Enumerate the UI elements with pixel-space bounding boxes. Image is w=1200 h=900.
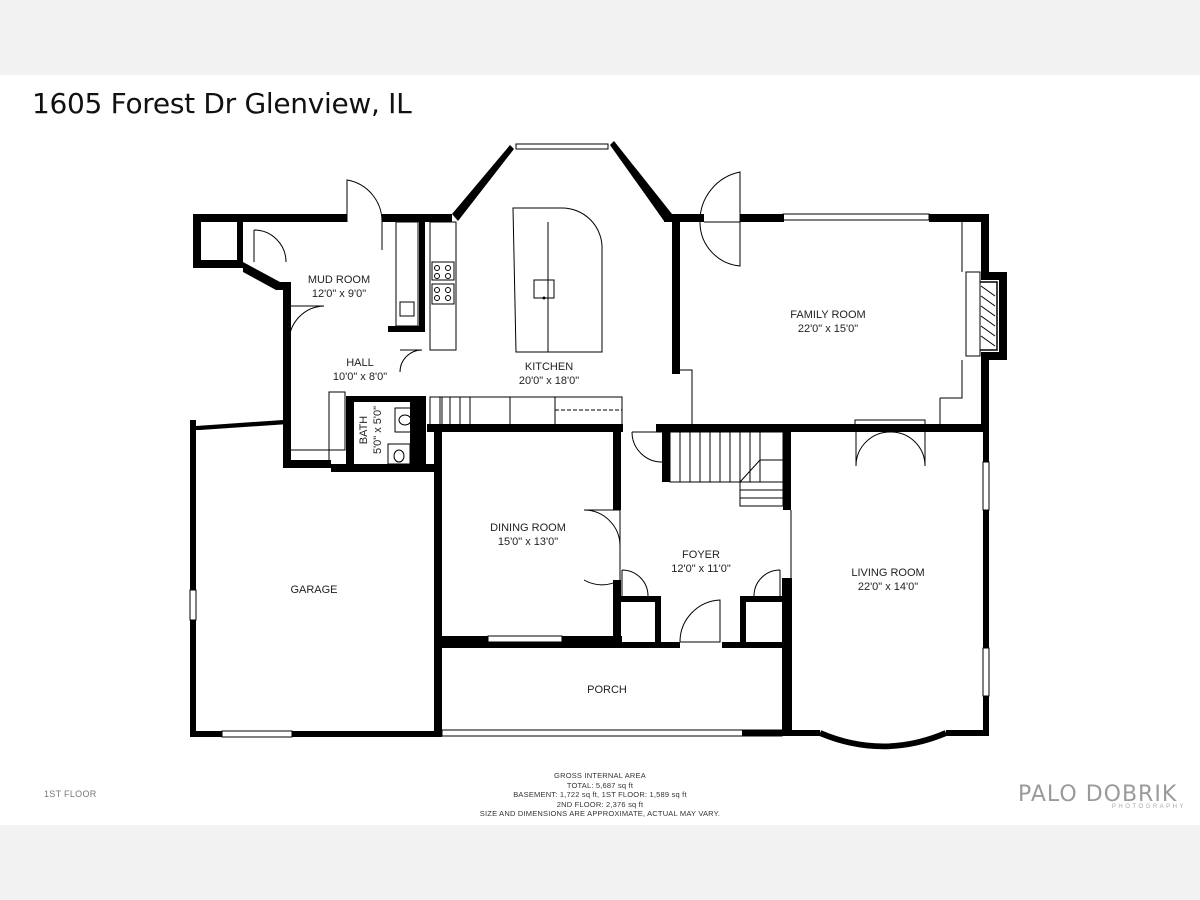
area-info: GROSS INTERNAL AREA TOTAL: 5,687 sq ft B… — [430, 771, 770, 819]
foyer-name: FOYER — [682, 549, 720, 561]
bath-fixtures — [387, 407, 416, 465]
area-basement: BASEMENT: 1,722 sq ft, 1ST FLOOR: 1,589 … — [513, 790, 687, 799]
page-title: 1605 Forest Dr Glenview, IL — [32, 87, 412, 120]
bay-window — [818, 730, 948, 750]
bath-dims: 5'0" x 5'0" — [372, 406, 384, 454]
living-room-dims: 22'0" x 14'0" — [858, 581, 918, 593]
garage-name: GARAGE — [290, 584, 337, 596]
foyer-dims: 12'0" x 11'0" — [671, 563, 731, 575]
walls — [190, 141, 1007, 737]
mud-room-name: MUD ROOM — [308, 274, 370, 286]
area-second-floor: 2ND FLOOR: 2,376 sq ft — [556, 799, 644, 809]
brand-logo: PALO DOBRIK PHOTOGRAPHY — [1018, 782, 1190, 810]
doors — [253, 171, 926, 643]
kitchen-name: KITCHEN — [525, 361, 573, 373]
family-room-trim — [939, 222, 963, 424]
area-heading: GROSS INTERNAL AREA — [554, 771, 646, 780]
kitchen-fixtures — [288, 207, 623, 463]
fireplace — [965, 271, 998, 357]
dining-room-name: DINING ROOM — [490, 522, 566, 534]
hall-dims: 10'0" x 8'0" — [333, 371, 387, 383]
staircase — [669, 431, 784, 507]
brand-name: PALO DOBRIK — [1018, 782, 1178, 807]
area-total: TOTAL: 5,687 sq ft — [566, 780, 634, 790]
dining-room-dims: 15'0" x 13'0" — [498, 536, 558, 548]
area-disclaimer: SIZE AND DIMENSIONS ARE APPROXIMATE, ACT… — [479, 809, 721, 818]
kitchen-dims: 20'0" x 18'0" — [519, 375, 579, 387]
family-room-dims: 22'0" x 15'0" — [798, 323, 858, 335]
brand-tagline: PHOTOGRAPHY — [1111, 804, 1186, 810]
living-room-name: LIVING ROOM — [851, 567, 924, 579]
family-room-name: FAMILY ROOM — [790, 309, 865, 321]
windows — [189, 143, 990, 738]
floor-plan-sheet — [0, 75, 1200, 825]
porch-name: PORCH — [587, 684, 627, 696]
floor-label: 1ST FLOOR — [44, 789, 97, 799]
bath-name: BATH — [358, 416, 370, 445]
mud-room-dims: 12'0" x 9'0" — [312, 288, 366, 300]
hall-name: HALL — [346, 357, 374, 369]
room-labels: MUD ROOM 12'0" x 9'0" HALL 10'0" x 8'0" … — [290, 274, 924, 696]
